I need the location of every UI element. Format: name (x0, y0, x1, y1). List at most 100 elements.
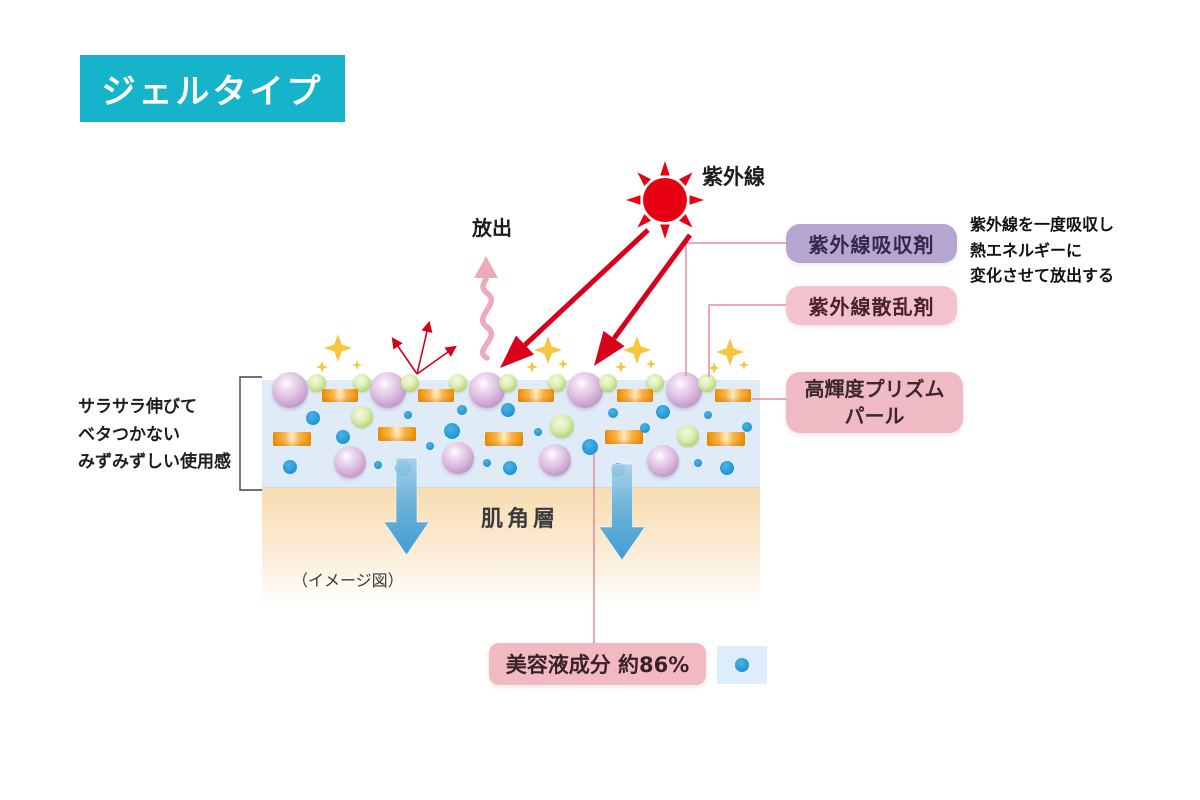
texture-note: サラサラ伸びて ベタつかない みずみずしい使用感 (78, 394, 231, 477)
scatterer-sphere (353, 374, 371, 392)
sparkle-star-icon (558, 359, 568, 369)
scatterer-sphere (499, 374, 517, 392)
serum-dot (704, 411, 712, 419)
image-caption: （イメージ図） (292, 571, 404, 590)
sparkle-star-icon (708, 362, 720, 374)
prism-pearl-plate (605, 430, 643, 444)
emission-wavy-arrow (474, 256, 498, 361)
scatterer-sphere (548, 374, 566, 392)
scatter-arrows (391, 320, 457, 375)
texture-bracket (239, 376, 262, 491)
prism-pearl-plate (715, 389, 751, 402)
scatterer-sphere (677, 425, 699, 447)
prism-pearl-plate (418, 389, 454, 402)
sun-ray (626, 195, 641, 205)
absorber-description: 紫外線を一度吸収し 熱エネルギーに 変化させて放出する (970, 212, 1114, 289)
serum-content-badge: 美容液成分 約86% (489, 643, 706, 685)
sparkle-star-icon (739, 360, 749, 370)
sun-ray (689, 195, 704, 205)
sparkle-icons (316, 334, 749, 374)
sun-ray (660, 161, 670, 176)
serum-dot (426, 442, 434, 450)
serum-dot-icon (735, 658, 749, 672)
prism-pearl-plate (617, 389, 653, 402)
serum-dot (742, 422, 752, 432)
sparkle-star-icon (316, 361, 328, 373)
serum-dot (336, 430, 350, 444)
scatterer-sphere (449, 374, 467, 392)
serum-content-label: 美容液成分 約86% (505, 653, 690, 677)
serum-dot (501, 403, 515, 417)
sun-ray (660, 224, 670, 239)
serum-dot (582, 439, 598, 455)
uv-scatterer-label: 紫外線散乱剤 (808, 295, 935, 319)
absorber-sphere (442, 442, 474, 474)
scatterer-sphere (646, 374, 664, 392)
absorber-description-line: 熱エネルギーに (970, 240, 1083, 260)
texture-note-line: ベタつかない (78, 424, 180, 445)
absorber-description-line: 紫外線を一度吸収し (970, 215, 1115, 234)
serum-dot (283, 460, 297, 474)
sun-ray (679, 214, 693, 228)
absorber-sphere (539, 444, 571, 476)
serum-dot (611, 463, 625, 477)
serum-dot (444, 423, 460, 439)
prism-pearl-label-line2: パール (844, 403, 905, 428)
gel-particle-field (262, 372, 760, 487)
serum-dot (694, 459, 702, 467)
absorber-sphere (567, 372, 603, 408)
serum-dot (457, 405, 467, 415)
absorber-sphere (272, 372, 308, 408)
prism-pearl-plate (485, 432, 523, 446)
serum-dot (483, 459, 491, 467)
skin-stratum-label: 肌角層 (480, 507, 560, 532)
prism-pearl-plate (518, 389, 554, 402)
absorber-sphere (370, 372, 406, 408)
sparkle-star-icon (716, 338, 744, 366)
emission-label: 放出 (472, 216, 512, 240)
prism-pearl-plate (322, 389, 358, 402)
uv-absorber-label: 紫外線吸収剤 (808, 233, 935, 257)
uv-rays-label: 紫外線 (702, 165, 765, 189)
serum-dot (534, 428, 542, 436)
serum-dot (306, 411, 320, 425)
serum-dot (640, 423, 650, 433)
serum-legend-chip (717, 646, 767, 684)
scatterer-sphere (401, 374, 419, 392)
uv-ray-arrows (500, 228, 693, 368)
serum-dot (608, 408, 618, 418)
skin-stratum-layer (262, 487, 760, 605)
absorber-sphere (647, 445, 679, 477)
sun-icon (626, 161, 704, 239)
absorber-sphere (666, 372, 702, 408)
sparkle-star-icon (646, 359, 656, 369)
scatterer-sphere (351, 406, 373, 428)
texture-note-line: みずみずしい使用感 (78, 452, 231, 473)
product-type-badge: ジェルタイプ (80, 55, 345, 122)
uv-scatterer-badge: 紫外線散乱剤 (786, 286, 957, 325)
sparkle-star-icon (352, 360, 362, 370)
scatterer-sphere (698, 374, 716, 392)
absorber-description-line: 変化させて放出する (970, 266, 1115, 286)
uv-absorber-badge: 紫外線吸収剤 (786, 224, 957, 263)
serum-dot (503, 461, 517, 475)
sun-ray (679, 172, 693, 186)
serum-dot (720, 461, 734, 475)
gel-film-layer (262, 372, 760, 488)
prism-pearl-plate (707, 432, 745, 446)
product-type-label: ジェルタイプ (101, 72, 324, 112)
serum-dot (395, 460, 411, 476)
absorber-sphere (334, 446, 366, 478)
prism-pearl-plate (273, 432, 311, 446)
prism-pearl-plate (378, 427, 416, 441)
sparkle-star-icon (623, 336, 651, 364)
serum-dot (404, 411, 412, 419)
sparkle-star-icon (534, 336, 562, 364)
scatterer-sphere (550, 414, 574, 438)
sun-ray (637, 214, 651, 228)
sun-ray (637, 172, 651, 186)
serum-dot (656, 405, 670, 419)
sparkle-star-icon (615, 361, 627, 373)
sparkle-star-icon (526, 361, 538, 373)
